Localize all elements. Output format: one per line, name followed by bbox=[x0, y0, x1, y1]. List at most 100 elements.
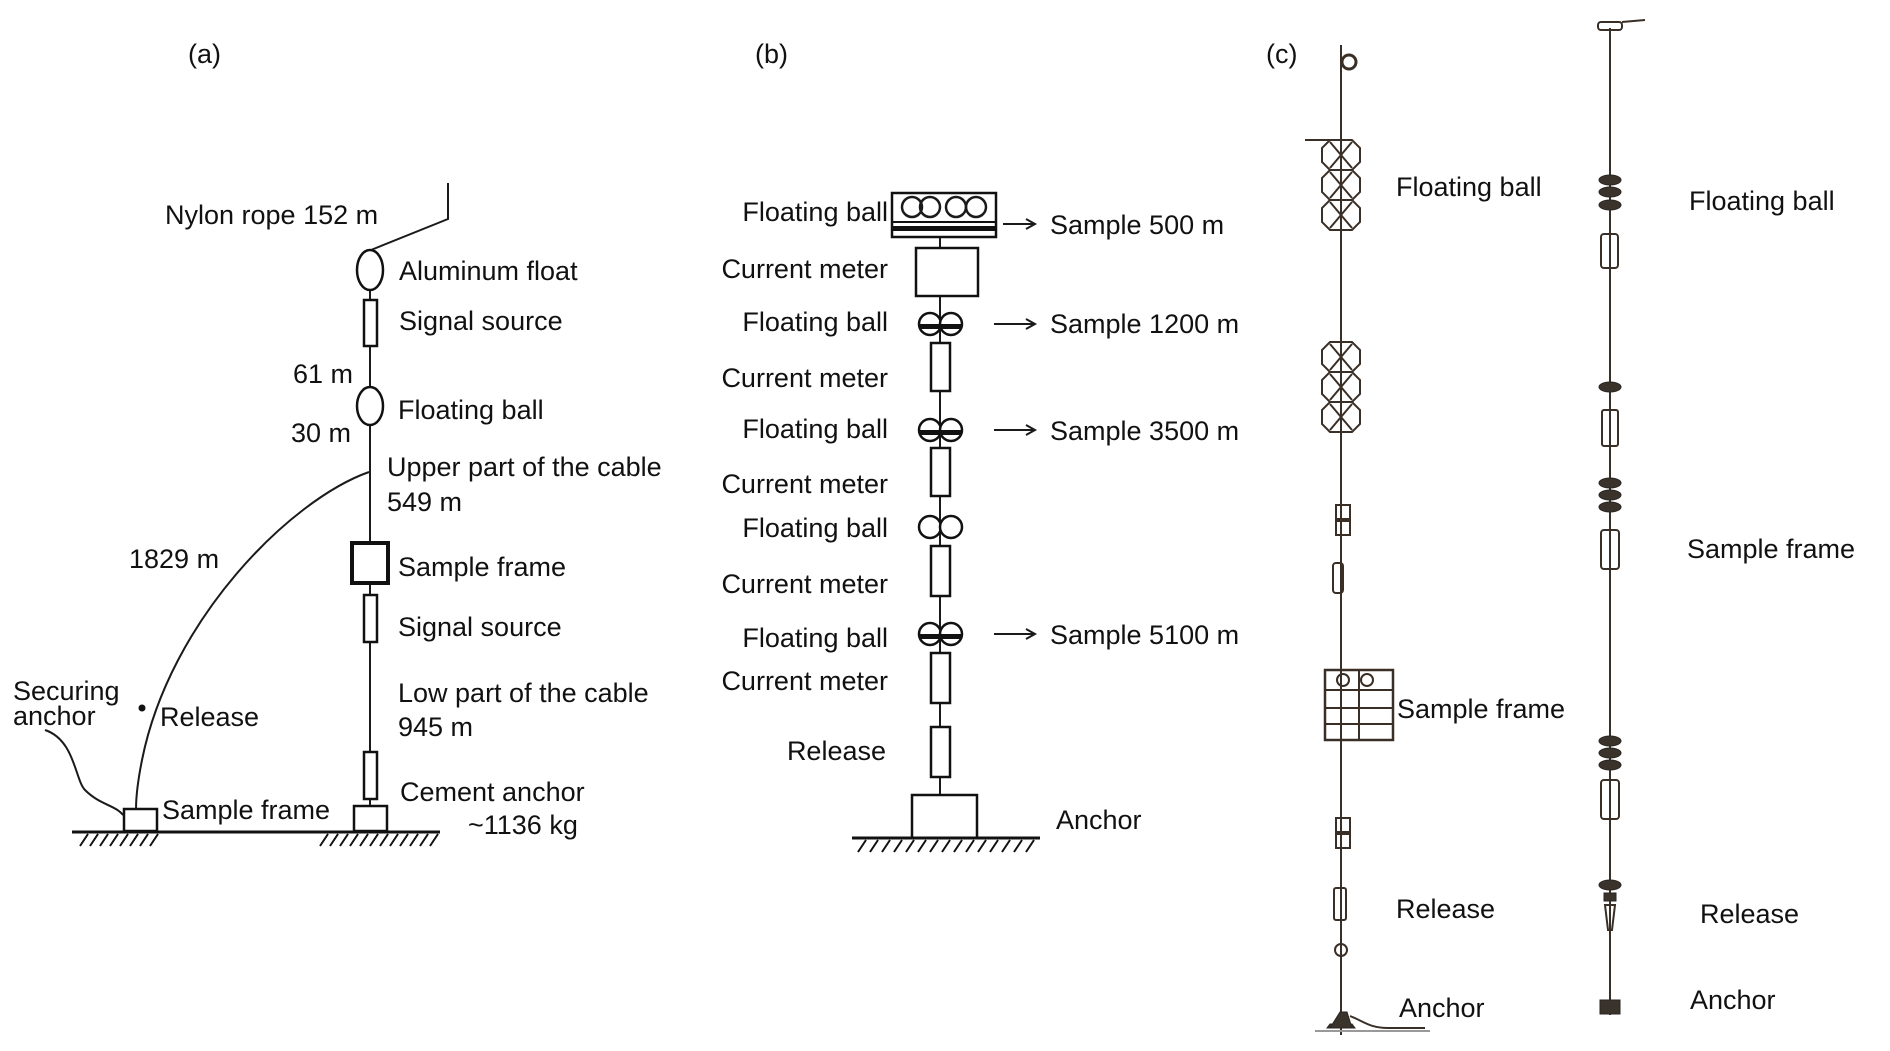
b-label-current-meter-2: Current meter bbox=[721, 363, 888, 393]
float-disk bbox=[1598, 501, 1622, 513]
seabed-hatch-a bbox=[79, 833, 439, 847]
c-left-lower-floats bbox=[1335, 817, 1351, 849]
sample-depth-markers: Sample 500 m Sample 1200 m Sample 3500 m… bbox=[994, 210, 1239, 650]
ball-bracket bbox=[920, 324, 962, 329]
hatch-mark bbox=[339, 833, 349, 847]
hatch-mark bbox=[399, 833, 409, 847]
hatch-mark bbox=[359, 833, 369, 847]
release-label: Release bbox=[160, 702, 259, 732]
hatch-mark bbox=[893, 839, 903, 853]
panel-b-label: (b) bbox=[755, 39, 788, 69]
sample-500m-label: Sample 500 m bbox=[1050, 210, 1224, 240]
hatch-mark bbox=[941, 839, 951, 853]
b-label-current-meter-5: Current meter bbox=[721, 666, 888, 696]
hatch-mark bbox=[389, 833, 399, 847]
hatch-mark bbox=[905, 839, 915, 853]
hatch-mark bbox=[89, 833, 99, 847]
floating-ball-pair-3 bbox=[917, 514, 964, 540]
signal-source-bottom-label: Signal source bbox=[398, 612, 562, 642]
c-left-sample-frame-label: Sample frame bbox=[1397, 694, 1565, 724]
c-left-release bbox=[1333, 887, 1348, 957]
ball-left bbox=[917, 514, 943, 540]
hatch-mark bbox=[1025, 839, 1035, 853]
b-label-floating-ball-5: Floating ball bbox=[742, 623, 888, 653]
floating-ball-pair-2 bbox=[917, 417, 964, 443]
upper-cable-length-label: 549 m bbox=[387, 487, 462, 517]
hatch-mark bbox=[1013, 839, 1023, 853]
anchor-b-shape bbox=[910, 793, 979, 840]
floating-ball-label: Floating ball bbox=[398, 395, 544, 425]
hatch-mark bbox=[129, 833, 139, 847]
distance-61m-label: 61 m bbox=[293, 359, 353, 389]
aluminum-float-label: Aluminum float bbox=[399, 256, 578, 286]
hatch-mark bbox=[409, 833, 419, 847]
float-cage bbox=[1321, 401, 1361, 433]
hatch-mark bbox=[881, 839, 891, 853]
float-disk bbox=[1598, 186, 1622, 198]
current-meter-4-shape bbox=[929, 544, 952, 598]
securing-anchor-label-2: anchor bbox=[13, 701, 96, 731]
hatch-mark bbox=[149, 833, 159, 847]
hatch-mark bbox=[329, 833, 339, 847]
cage-strut bbox=[1329, 171, 1353, 199]
current-meter-5-shape bbox=[929, 651, 952, 705]
sample-3500m-marker: Sample 3500 m bbox=[994, 416, 1239, 446]
float-disk bbox=[1598, 759, 1622, 771]
upper-cable-label: Upper part of the cable bbox=[387, 452, 662, 482]
nylon-rope-label: Nylon rope 152 m bbox=[165, 200, 378, 230]
b-label-floating-ball-2: Floating ball bbox=[742, 307, 888, 337]
b-label-current-meter-4: Current meter bbox=[721, 569, 888, 599]
ball-right bbox=[938, 514, 964, 540]
cement-anchor-mass-label: ~1136 kg bbox=[468, 810, 578, 840]
cage-strut bbox=[1329, 373, 1353, 401]
sample-500m-marker: Sample 500 m bbox=[1003, 210, 1224, 240]
c-left-float-stack-1 bbox=[1321, 139, 1361, 231]
low-cable-length-label: 945 m bbox=[398, 712, 473, 742]
securing-cable-curve bbox=[135, 471, 370, 823]
hatch-mark bbox=[119, 833, 129, 847]
distance-30m-label: 30 m bbox=[291, 418, 351, 448]
ball-bracket bbox=[920, 634, 962, 639]
cement-anchor-shape bbox=[352, 804, 389, 833]
floating-ball-shape bbox=[355, 385, 385, 427]
hatch-mark bbox=[139, 833, 149, 847]
cage-strut bbox=[1329, 201, 1353, 229]
c-right-release bbox=[1603, 892, 1617, 931]
hatch-mark bbox=[349, 833, 359, 847]
sample-1200m-marker: Sample 1200 m bbox=[994, 309, 1239, 339]
seabed-hatch-b bbox=[857, 839, 1035, 853]
cage-strut bbox=[1329, 141, 1353, 169]
float-disk bbox=[1598, 174, 1622, 186]
low-cable-label: Low part of the cable bbox=[398, 678, 649, 708]
securing-anchor-leader bbox=[44, 729, 124, 816]
c-left-release-label: Release bbox=[1396, 894, 1495, 924]
cage-strut bbox=[1329, 343, 1353, 371]
b-label-current-meter-1: Current meter bbox=[721, 254, 888, 284]
sample-1200m-label: Sample 1200 m bbox=[1050, 309, 1239, 339]
signal-source-top-shape bbox=[362, 298, 379, 348]
sample-frame-top-shape bbox=[350, 541, 390, 585]
hatch-mark bbox=[429, 833, 439, 847]
distance-1829m-label: 1829 m bbox=[129, 544, 219, 574]
c-right-instrument-2 bbox=[1601, 409, 1619, 447]
hatch-mark bbox=[869, 839, 879, 853]
top-float-balls bbox=[892, 195, 996, 231]
b-label-floating-ball-3: Floating ball bbox=[742, 414, 888, 444]
panel-b: (b) Floating ball Current meter bbox=[721, 39, 1239, 853]
c-right-release-label: Release bbox=[1700, 899, 1799, 929]
c-right-anchor-shape bbox=[1599, 999, 1621, 1015]
c-right-sample-frame-shape bbox=[1600, 529, 1620, 570]
hatch-mark bbox=[369, 833, 379, 847]
hatch-mark bbox=[977, 839, 987, 853]
aluminum-float-shape bbox=[355, 248, 385, 292]
b-label-floating-ball-1: Floating ball bbox=[742, 197, 888, 227]
c-left-sample-frame bbox=[1323, 668, 1395, 742]
hatch-mark bbox=[989, 839, 999, 853]
release-unit-shape bbox=[362, 750, 379, 801]
floating-ball-pair-1 bbox=[917, 311, 964, 337]
hatch-mark bbox=[79, 833, 89, 847]
b-label-release: Release bbox=[787, 736, 886, 766]
hatch-mark bbox=[929, 839, 939, 853]
hatch-mark bbox=[953, 839, 963, 853]
